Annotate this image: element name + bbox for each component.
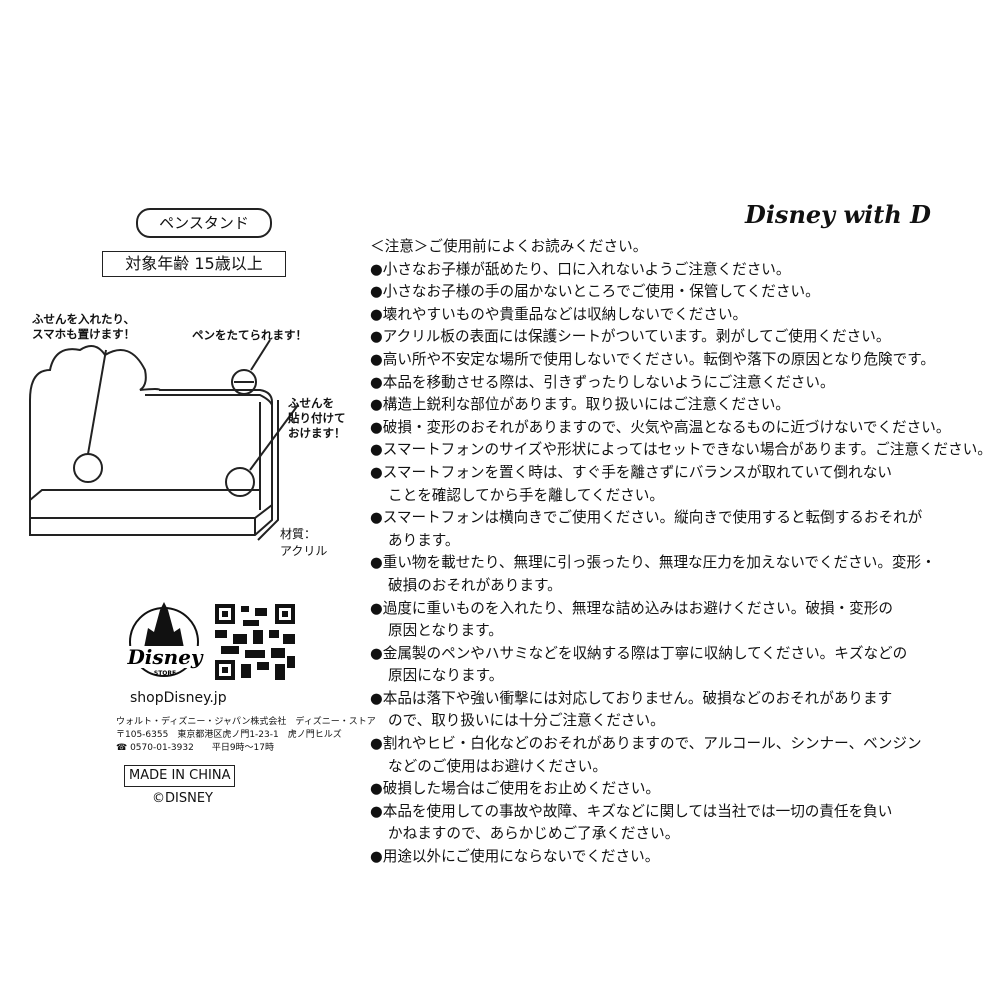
caution-line: ●過度に重いものを入れたり、無理な詰め込みはお避けください。破損・変形の [370, 599, 893, 617]
shop-url[interactable]: shopDisney.jp [130, 690, 227, 706]
callout-pen: ペンをたてられます！ [192, 328, 307, 342]
caution-line: ●本品は落下や強い衝撃には対応しておりません。破損などのおそれがあります [370, 689, 893, 707]
caution-line: ●本品を使用しての事故や故障、キズなどに関しては当社では一切の責任を負い [370, 802, 893, 820]
caution-heading: ＜注意＞ご使用前によくお読みください。 [370, 238, 648, 255]
caution-line: ●破損した場合はご使用をお止めください。 [370, 780, 661, 798]
caution-line: ●スマートフォンは横向きでご使用ください。縦向きで使用すると転倒するおそれが [370, 509, 923, 527]
caution-line: 原因になります。 [388, 667, 504, 685]
caution-line: あります。 [388, 531, 460, 549]
caution-line: ●本品を移動させる際は、引きずったりしないようにご注意ください。 [370, 373, 835, 391]
caution-line: ●用途以外にご使用にならないでください。 [370, 848, 660, 866]
made-in: MADE IN CHINA [124, 765, 236, 787]
caution-line: ●スマートフォンを置く時は、すぐ手を離さずにバランスが取れていて倒れない [370, 463, 892, 481]
caution-line: ●構造上鋭利な部位があります。取り扱いにはご注意ください。 [370, 396, 790, 414]
caution-line: 破損のおそれがあります。 [388, 576, 562, 594]
callout-right-line: ふせんを [288, 396, 334, 410]
company-address: 〒105-6355 東京都港区虎ノ門1-23-1 虎ノ門ヒルズ [116, 730, 342, 740]
caution-line: ので、取り扱いには十分ご注意ください。 [388, 712, 665, 730]
caution-line: ●重い物を載せたり、無理に引っ張ったり、無理な圧力を加えないでください。変形・ [370, 554, 936, 572]
pen-stand-illustration [29, 339, 299, 541]
company-name: ウォルト・ディズニー・ジャパン株式会社 ディズニー・ストア [116, 717, 376, 727]
caution-notes: ＜注意＞ご使用前によくお読みください。 ●小さなお子様が舐めたり、口に入れないよう… [370, 236, 992, 869]
caution-line: ●壊れやすいものや貴重品などは収納しないでください。 [370, 305, 748, 323]
callout-right-line: おけます！ [288, 426, 346, 440]
disney-with-d-logo: Disney with D [745, 200, 931, 229]
caution-line: ●スマートフォンのサイズや形状によってはセットできない場合があります。ご注意くだ… [370, 441, 992, 459]
disney-store-logo: Disney STORE [120, 602, 210, 677]
callout-right: ふせんを 貼り付けて おけます！ [288, 396, 346, 441]
copyright: ©DISNEY [152, 791, 213, 806]
caution-line: かねますので、あらかじめご了承ください。 [388, 825, 680, 843]
material: 材質： アクリル [280, 526, 327, 560]
caution-line: ことを確認してから手を離してください。 [388, 486, 664, 504]
svg-text:Disney: Disney [126, 645, 203, 669]
caution-line: ●小さなお子様が舐めたり、口に入れないようご注意ください。 [370, 260, 791, 278]
callout-left: ふせんを入れたり、 スマホも置けます！ [32, 312, 135, 342]
company-info: ウォルト・ディズニー・ジャパン株式会社 ディズニー・ストア 〒105-6355 … [116, 716, 376, 755]
caution-line: ●アクリル板の表面には保護シートがついています。剥がしてご使用ください。 [370, 328, 891, 346]
caution-line: 原因となります。 [388, 622, 503, 640]
caution-line: ●金属製のペンやハサミなどを収納する際は丁寧に収納してください。キズなどの [370, 644, 908, 662]
caution-line: ●破損・変形のおそれがありますので、火気や高温となるものに近づけないでください。 [370, 418, 951, 436]
caution-line: ●高い所や不安定な場所で使用しないでください。転倒や落下の原因となり危険です。 [370, 350, 935, 368]
qr-code[interactable] [215, 604, 295, 680]
caution-line: ●割れやヒビ・白化などのおそれがありますので、アルコール、シンナー、ベンジン [370, 735, 922, 753]
caution-line: ●小さなお子様の手の届かないところでご使用・保管してください。 [370, 283, 820, 301]
callout-left-line: スマホも置けます！ [32, 327, 136, 341]
callout-left-line: ふせんを入れたり、 [32, 312, 136, 326]
material-value: アクリル [280, 544, 328, 558]
age-rating: 対象年齢 15歳以上 [102, 251, 286, 277]
material-label: 材質： [280, 527, 317, 541]
callout-right-line: 貼り付けて [288, 411, 346, 425]
svg-text:STORE: STORE [154, 670, 176, 677]
caution-line: などのご使用はお避けください。 [388, 757, 607, 775]
company-phone: ☎ 0570-01-3932 平日9時～17時 [116, 743, 275, 753]
product-name: ペンスタンド [136, 208, 272, 238]
